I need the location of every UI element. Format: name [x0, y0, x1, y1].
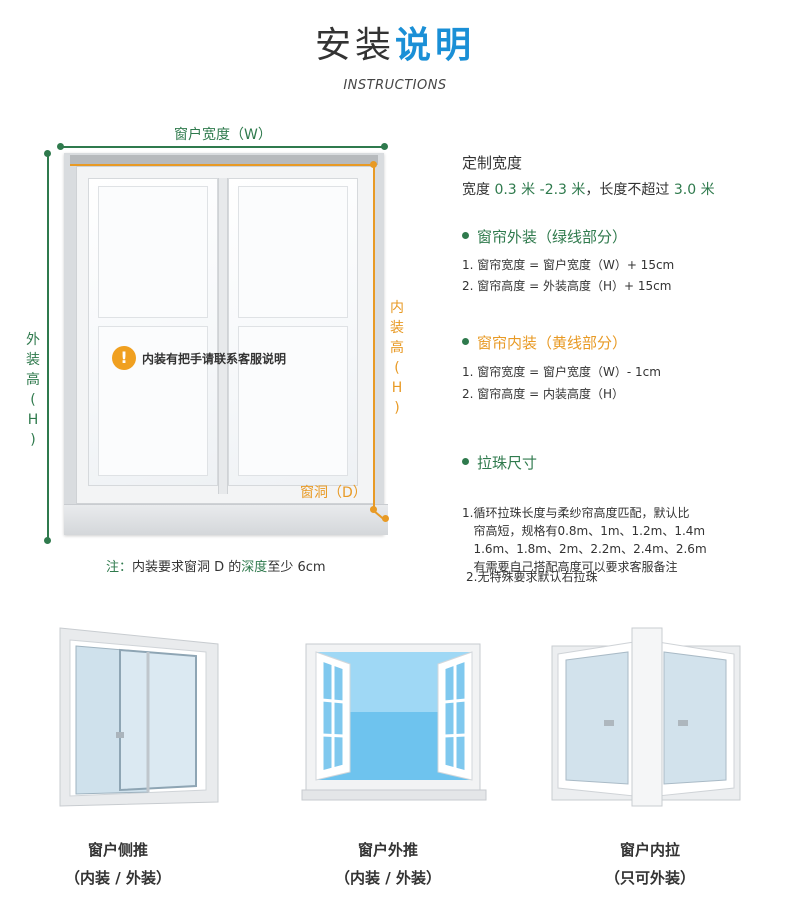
center-mullion	[218, 178, 228, 494]
bead-size-line-2: 2.无特殊要求默认右拉珠	[466, 570, 598, 584]
bead-size-title: 拉珠尺寸	[462, 452, 537, 473]
custom-width-line: 宽度 0.3 米 -2.3 米，长度不超过 3.0 米	[462, 179, 715, 199]
window-top-recess	[70, 155, 378, 165]
caption-title: 窗户内拉	[619, 841, 680, 859]
bead-size-title-text: 拉珠尺寸	[477, 454, 538, 472]
custom-width-min: 0.3 米	[494, 182, 536, 198]
title-part-1: 安装	[314, 25, 395, 66]
caption-outward: 窗户外推 （内装 / 外装）	[288, 836, 488, 892]
outer-height-char: 装	[26, 352, 40, 368]
outer-height-char: H	[27, 412, 39, 428]
inward-window-svg	[551, 627, 741, 807]
custom-width-mid: ，长度不超过	[585, 182, 674, 198]
outer-height-char: (	[30, 392, 36, 408]
outward-window-illustration	[300, 640, 490, 810]
right-pane-lower	[238, 326, 348, 476]
inner-height-char: 内	[390, 300, 404, 316]
outer-height-char: )	[30, 432, 36, 448]
bullet-icon	[462, 232, 469, 239]
width-dot-right	[381, 143, 388, 150]
footnote-prefix: 注：	[106, 560, 133, 575]
caption-sub: （内装 / 外装）	[65, 869, 171, 887]
caption-sub: （内装 / 外装）	[335, 869, 441, 887]
inner-width-line	[70, 164, 374, 166]
outer-height-dot-top	[44, 150, 51, 157]
caption-title: 窗户侧推	[87, 841, 148, 859]
bead-size-list: 1.循环拉珠长度与柔纱帘高度匹配，默认比 帘高短，规格有0.8m、1m、1.2m…	[462, 486, 707, 594]
width-dot-left	[57, 143, 64, 150]
inner-height-label: 内 装 高 ( H )	[388, 298, 406, 418]
inner-height-char: (	[394, 360, 400, 376]
caption-inward: 窗户内拉 （只可外装）	[550, 836, 750, 892]
inner-height-char: 高	[390, 340, 404, 356]
caption-title: 窗户外推	[357, 841, 418, 859]
page-title: 安装说明	[0, 16, 790, 68]
outside-install-title-text: 窗帘外装（绿线部分）	[477, 228, 628, 246]
outward-window-svg	[301, 643, 487, 801]
custom-width-dash: -	[535, 182, 545, 198]
warning-icon: !	[112, 346, 136, 370]
bead-size-line: 1.循环拉珠长度与柔纱帘高度匹配，默认比	[462, 506, 690, 520]
footnote: 注：内装要求窗洞 D 的深度至少 6cm	[106, 556, 326, 575]
inner-height-char: H	[391, 380, 403, 396]
inner-dot-bottom	[382, 515, 389, 522]
sliding-window-svg	[59, 627, 219, 807]
window-sill	[64, 504, 388, 535]
handle-note: 内装有把手请联系客服说明	[142, 352, 287, 366]
inside-install-title: 窗帘内装（黄线部分）	[462, 332, 627, 353]
sliding-window-illustration	[56, 624, 222, 808]
inner-height-char: 装	[390, 320, 404, 336]
title-part-2: 说明	[395, 25, 476, 66]
caption-sliding: 窗户侧推 （内装 / 外装）	[18, 836, 218, 892]
right-pane-upper	[238, 186, 348, 318]
width-dimension-line	[60, 146, 384, 148]
inside-install-line: 1. 窗帘宽度 = 窗户宽度（W）- 1cm	[462, 365, 661, 379]
caption-sub: （只可外装）	[604, 869, 695, 887]
outer-height-char: 外	[26, 332, 40, 348]
bead-size-line: 1.6m、1.8m、2m、2.2m、2.4m、2.6m	[462, 542, 707, 556]
opening-label: 窗洞（D）	[300, 485, 367, 501]
outer-height-char: 高	[26, 372, 40, 388]
page-subtitle: INSTRUCTIONS	[343, 78, 447, 93]
outer-height-line	[47, 152, 49, 540]
bullet-icon	[462, 338, 469, 345]
inside-install-title-text: 窗帘内装（黄线部分）	[477, 334, 628, 352]
custom-width-prefix: 宽度	[462, 182, 495, 198]
bead-size-line: 有需要自己搭配高度可以要求客服备注	[462, 560, 678, 574]
custom-width-title: 定制宽度	[462, 154, 523, 172]
left-pane-upper	[98, 186, 208, 318]
footnote-text-1: 内装要求窗洞 D 的	[132, 560, 242, 575]
inner-height-line	[373, 164, 375, 510]
inward-window-illustration	[548, 624, 744, 810]
width-label: 窗户宽度（W）	[174, 127, 272, 143]
outside-install-line: 2. 窗帘高度 = 外装高度（H）+ 15cm	[462, 279, 672, 293]
outside-install-line: 1. 窗帘宽度 = 窗户宽度（W）+ 15cm	[462, 258, 675, 272]
inner-dot-mid	[370, 506, 377, 513]
custom-width-max: 2.3 米	[544, 182, 586, 198]
outer-height-label: 外 装 高 ( H )	[24, 330, 42, 450]
bead-size-line: 帘高短，规格有0.8m、1m、1.2m、1.4m	[462, 524, 706, 538]
footnote-highlight: 深度	[241, 560, 268, 575]
left-pane-lower	[98, 326, 208, 476]
inside-install-line: 2. 窗帘高度 = 内装高度（H）	[462, 387, 624, 401]
bullet-icon	[462, 458, 469, 465]
custom-width-limit: 3.0 米	[673, 182, 715, 198]
footnote-text-2: 至少 6cm	[267, 560, 326, 575]
outside-install-title: 窗帘外装（绿线部分）	[462, 226, 627, 247]
inner-height-char: )	[394, 400, 400, 416]
outer-height-dot-bottom	[44, 537, 51, 544]
